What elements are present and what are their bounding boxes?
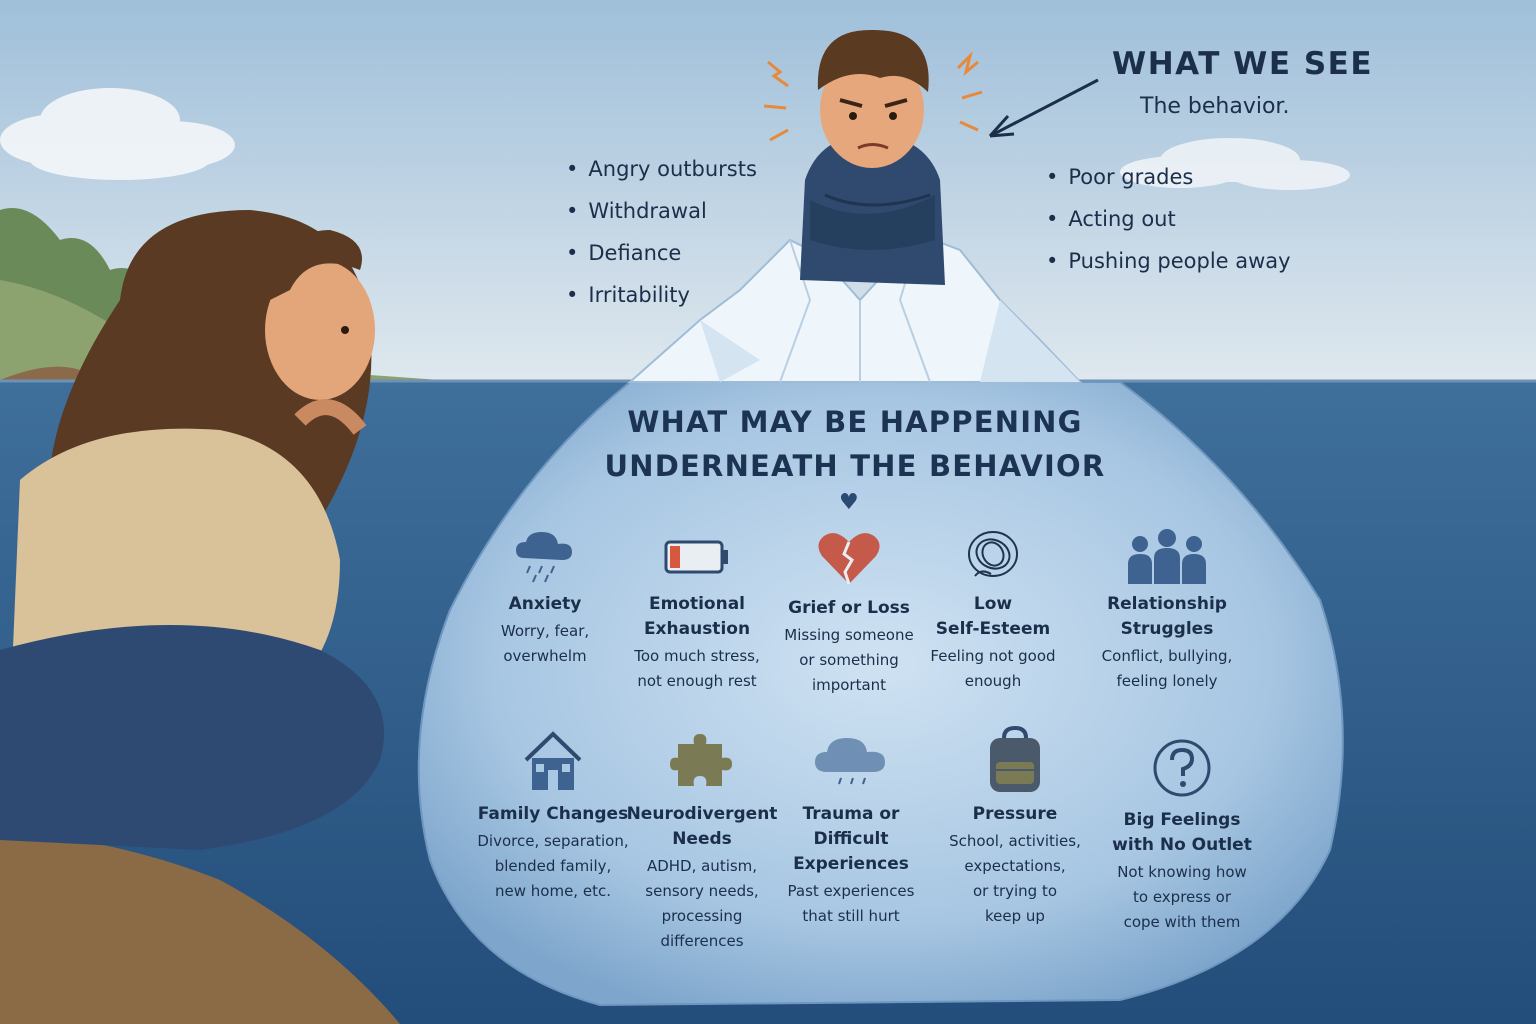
iceberg-underwater	[417, 381, 1344, 1007]
rain-cloud-icon	[516, 532, 572, 583]
behavior-item: Withdrawal	[566, 190, 757, 232]
cause-name: Grief or Loss	[788, 598, 910, 618]
cause-description: School, activities,expectations,or tryin…	[949, 832, 1081, 925]
people-icon	[1128, 529, 1206, 584]
heart-icon: ♥	[839, 490, 859, 515]
cause-name: Pressure	[972, 804, 1058, 824]
backpack-icon	[990, 726, 1040, 792]
what-we-see-title: WHAT WE SEE	[1112, 46, 1374, 82]
behavior-item: Pushing people away	[1046, 240, 1290, 282]
cause-description: Conflict, bullying,feeling lonely	[1101, 647, 1233, 690]
broken-heart-icon	[818, 533, 880, 585]
behavior-item: Poor grades	[1046, 156, 1291, 198]
visible-behaviors-right: Poor grades Acting out Pushing people aw…	[1046, 156, 1291, 282]
underneath-title-line2: UNDERNEATH THE BEHAVIOR	[604, 449, 1106, 483]
storm-cloud-icon	[815, 738, 885, 785]
puzzle-piece-icon	[670, 734, 732, 786]
anger-marks	[763, 51, 983, 142]
house-icon	[524, 731, 582, 790]
behavior-item: Acting out	[1046, 198, 1291, 240]
low-battery-icon	[664, 540, 728, 574]
cause-description: Worry, fear,overwhelm	[500, 622, 590, 665]
cause-name: Anxiety	[508, 594, 582, 614]
boy-illustration	[800, 29, 945, 285]
cause-card-family-changes: Family Changes Divorce, separation,blend…	[468, 728, 638, 904]
cause-card-anxiety: Anxiety Worry, fear,overwhelm	[460, 528, 630, 669]
underneath-title-line1: WHAT MAY BE HAPPENING	[627, 405, 1083, 439]
cause-description: Too much stress,not enough rest	[634, 647, 760, 690]
question-mark-icon	[1153, 739, 1211, 797]
cloud-left	[0, 88, 235, 180]
behavior-item: Defiance	[566, 232, 757, 274]
cause-description: Divorce, separation,blended family,new h…	[477, 832, 629, 900]
cause-name: Family Changes	[477, 804, 629, 824]
behavior-item: Irritability	[566, 274, 757, 316]
visible-behaviors-left: Angry outbursts Withdrawal Defiance Irri…	[566, 148, 757, 316]
behavior-item: Angry outbursts	[566, 148, 757, 190]
arrow-to-boy	[988, 78, 1099, 138]
what-we-see-subtitle: The behavior.	[1140, 94, 1290, 119]
scribble-icon	[968, 531, 1018, 577]
woman-illustration	[0, 210, 384, 850]
cause-card-pressure: Pressure School, activities,expectations…	[930, 726, 1100, 929]
rock	[0, 830, 400, 1024]
